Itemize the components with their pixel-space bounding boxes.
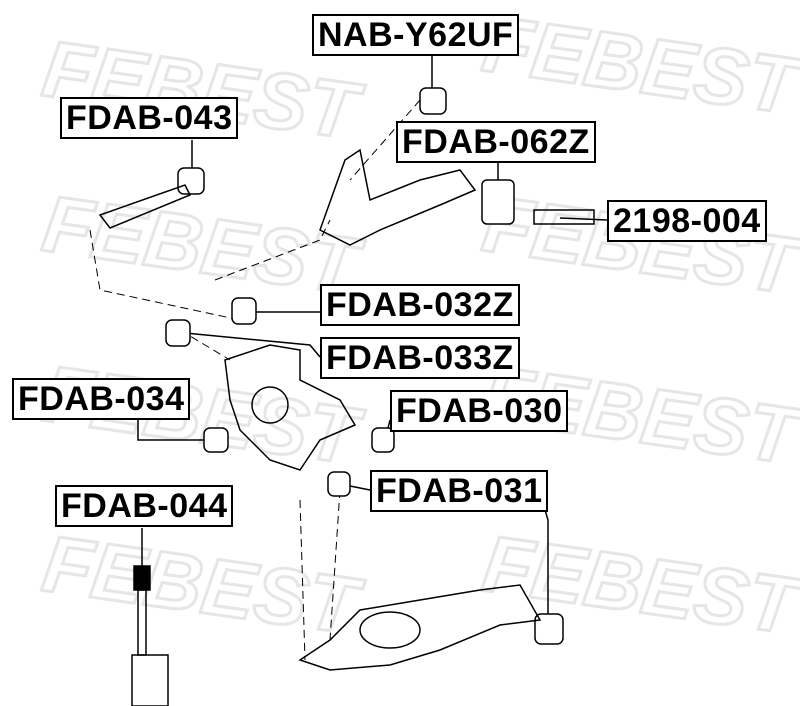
bushing-fdab-031	[327, 471, 351, 497]
bolt-2198-004	[533, 209, 595, 225]
leader-line	[544, 509, 549, 615]
label-fdab-043: FDAB-043	[60, 97, 239, 139]
lower-control-arm	[298, 584, 542, 671]
bushing-fdab-034	[203, 427, 229, 453]
bushing-nab-y62uf	[419, 87, 447, 115]
toe-link-fdab-043	[98, 184, 192, 229]
leader-line	[137, 420, 210, 441]
label-fdab-033z: FDAB-033Z	[320, 337, 520, 379]
label-fdab-062z: FDAB-062Z	[396, 121, 596, 163]
label-fdab-031: FDAB-031	[370, 470, 549, 512]
leader-line	[559, 217, 608, 221]
bushing-fdab-031-lower	[534, 613, 564, 645]
label-nab-y62uf: NAB-Y62UF	[312, 14, 520, 56]
bushing-fdab-033z	[165, 319, 191, 347]
label-fdab-044: FDAB-044	[55, 485, 234, 527]
bushing-fdab-030	[371, 427, 395, 453]
upper-control-arm	[319, 148, 477, 246]
label-2198-004: 2198-004	[607, 200, 767, 242]
label-fdab-032z: FDAB-032Z	[320, 284, 520, 326]
label-fdab-030: FDAB-030	[390, 390, 569, 432]
leader-line	[184, 332, 321, 358]
bushing-fdab-044	[133, 565, 151, 591]
knuckle	[224, 344, 357, 471]
bushing-fdab-062z	[481, 179, 515, 225]
shock-rod	[137, 589, 147, 656]
bushing-fdab-032z	[231, 297, 257, 325]
label-fdab-034: FDAB-034	[12, 378, 191, 420]
shock-body	[131, 654, 169, 706]
bushing-fdab-043	[177, 167, 205, 195]
